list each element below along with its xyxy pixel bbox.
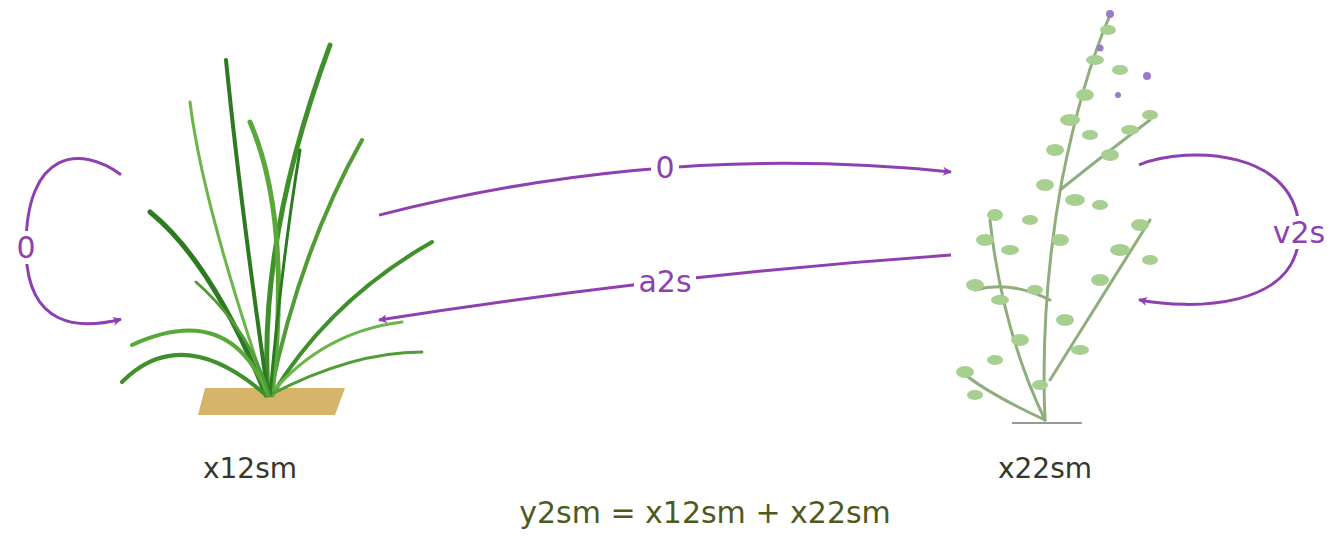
variable-label: x22sm	[951, 452, 1139, 485]
flow-arrow	[26, 159, 121, 324]
variable-label: x12sm	[121, 452, 379, 485]
equation-text: y2sm = x12sm + x22sm	[519, 495, 891, 530]
rate-label: 0	[651, 151, 678, 184]
rate-label: v2s	[1269, 216, 1329, 249]
plant-node: x12sm	[121, 60, 379, 485]
alfalfa-plant	[956, 10, 1158, 423]
rate-label: a2s	[634, 265, 695, 298]
rate-label: 0	[12, 231, 39, 264]
flow-arrow	[379, 255, 951, 320]
grass-plant	[122, 45, 432, 415]
plant-node: x22sm	[951, 10, 1139, 485]
